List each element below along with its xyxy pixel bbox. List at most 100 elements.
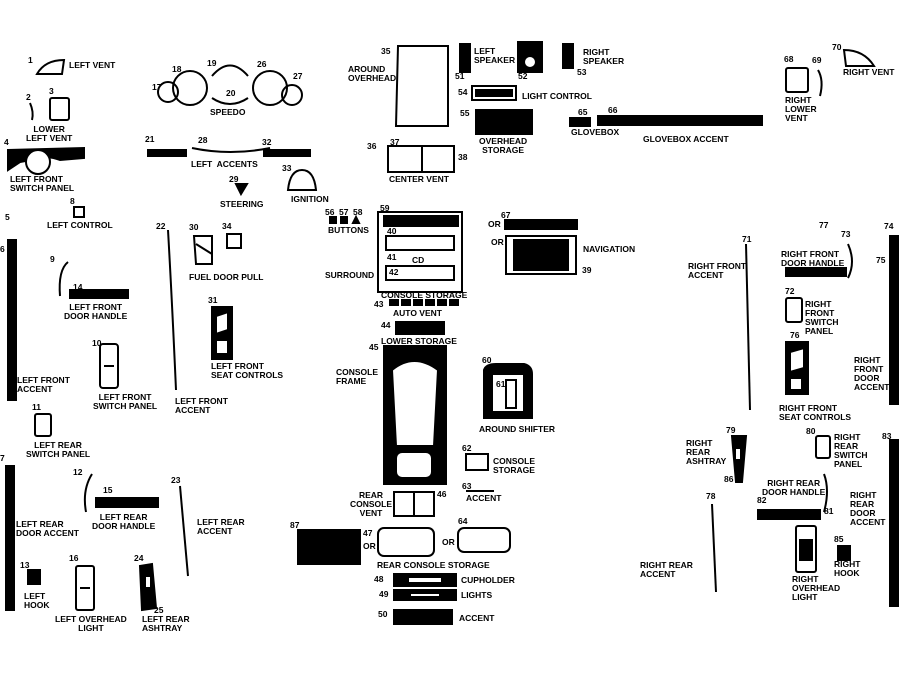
num-81: 81 <box>824 506 834 516</box>
right-rear-ashtray-label: RIGHT REAR ASHTRAY <box>686 438 727 466</box>
console-storage-label: CONSOLE STORAGE <box>381 290 468 300</box>
lower-storage-label: LOWER STORAGE <box>381 336 457 346</box>
rear-console-vent-label: REAR CONSOLE VENT <box>350 490 393 518</box>
glovebox-accent-label: GLOVEBOX ACCENT <box>643 134 729 144</box>
nav-67-piece <box>504 219 578 230</box>
num-30: 30 <box>189 222 199 232</box>
left-front-door-handle-bar <box>69 289 129 299</box>
num-36: 36 <box>367 141 377 151</box>
num-86: 86 <box>724 474 734 484</box>
right-rear-switch-panel-piece <box>815 435 831 459</box>
left-rear-accent-piece <box>179 485 189 577</box>
num-80: 80 <box>806 426 816 436</box>
left-front-accent-a-label: LEFT FRONT ACCENT <box>17 375 70 394</box>
num-12: 12 <box>73 467 83 477</box>
num-1: 1 <box>28 55 33 65</box>
auto-vent-piece <box>389 299 459 306</box>
num-68: 68 <box>784 54 794 64</box>
num-14: 14 <box>73 282 83 292</box>
num-31: 31 <box>208 295 218 305</box>
num-75: 75 <box>876 255 886 265</box>
left-front-accent-22-piece <box>167 229 177 391</box>
num-13: 13 <box>20 560 30 570</box>
buttons-58 <box>351 214 361 224</box>
num-6: 6 <box>0 244 5 254</box>
num-16: 16 <box>69 553 79 563</box>
num-4: 4 <box>4 137 9 147</box>
buttons-label: BUTTONS <box>328 225 369 235</box>
right-front-accent-piece <box>745 243 751 411</box>
num-53: 53 <box>577 67 587 77</box>
left-rear-door-accent-label: LEFT REAR DOOR ACCENT <box>16 519 79 538</box>
ignition-piece <box>286 168 318 191</box>
right-front-door-accent-label: RIGHT FRONT DOOR ACCENT <box>854 355 890 392</box>
left-rear-switch-panel-label: LEFT REAR SWITCH PANEL <box>26 440 91 459</box>
lower-left-vent-strip <box>29 102 34 121</box>
num-38: 38 <box>458 152 468 162</box>
right-front-door-accent-piece <box>889 235 899 405</box>
right-front-door-handle-label: RIGHT FRONT DOOR HANDLE <box>781 249 845 268</box>
right-vent-label: RIGHT VENT <box>843 67 895 77</box>
right-lower-vent-label: RIGHT LOWER VENT <box>785 95 817 123</box>
num-73: 73 <box>841 229 851 239</box>
light-control-label: LIGHT CONTROL <box>522 91 592 101</box>
num-72: 72 <box>785 286 795 296</box>
or-rear-1-label: OR <box>363 541 376 551</box>
num-17: 17 <box>152 82 162 92</box>
left-rear-door-accent-piece <box>5 465 15 611</box>
num-77: 77 <box>819 220 829 230</box>
accent-21 <box>147 149 187 157</box>
left-hook-piece <box>27 569 41 585</box>
gauge-18 <box>172 70 208 106</box>
num-18: 18 <box>172 64 182 74</box>
gauge-20 <box>211 97 249 105</box>
num-37: 37 <box>390 137 400 147</box>
num-35: 35 <box>381 46 391 56</box>
num-28: 28 <box>198 135 208 145</box>
console-storage-62-label: CONSOLE STORAGE <box>493 456 536 475</box>
num-66: 66 <box>608 105 618 115</box>
fuel-door-34-piece <box>226 233 242 249</box>
gauge-17 <box>157 81 179 103</box>
surround-label: SURROUND <box>325 270 375 280</box>
right-rear-accent-piece <box>711 503 717 593</box>
num-7: 7 <box>0 453 5 463</box>
num-65: 65 <box>578 107 588 117</box>
part-87-piece <box>297 529 361 565</box>
right-overhead-light-label: RIGHT OVERHEAD LIGHT <box>792 574 841 602</box>
num-70: 70 <box>832 42 842 52</box>
num-76: 76 <box>790 330 800 340</box>
buttons-56 <box>329 216 337 224</box>
center-vent-piece <box>387 145 455 173</box>
right-speaker-piece <box>562 43 574 69</box>
num-49: 49 <box>379 589 389 599</box>
right-rear-door-handle-bow <box>823 473 828 513</box>
num-21: 21 <box>145 134 155 144</box>
right-hook-piece <box>837 545 851 561</box>
left-overhead-light-label: LEFT OVERHEAD LIGHT <box>55 614 127 633</box>
right-front-door-handle-bar <box>785 267 847 277</box>
num-54: 54 <box>458 87 468 97</box>
num-82: 82 <box>757 495 767 505</box>
num-79: 79 <box>726 425 736 435</box>
num-48: 48 <box>374 574 384 584</box>
num-3: 3 <box>49 86 54 96</box>
buttons-57 <box>340 216 348 224</box>
num-52: 52 <box>518 71 528 81</box>
fuel-door-pull-label: FUEL DOOR PULL <box>189 272 264 282</box>
num-51: 51 <box>455 71 465 81</box>
num-34: 34 <box>222 221 232 231</box>
num-44: 44 <box>381 320 391 330</box>
num-8: 8 <box>70 196 75 206</box>
light-control-piece <box>471 85 517 101</box>
num-29: 29 <box>229 174 239 184</box>
rear-console-storage-47 <box>377 527 435 557</box>
num-67: 67 <box>501 210 511 220</box>
num-24: 24 <box>134 553 144 563</box>
accent-50-piece <box>393 609 453 625</box>
num-83: 83 <box>882 431 892 441</box>
num-50: 50 <box>378 609 388 619</box>
lower-left-vent-label: LOWER LEFT VENT <box>26 124 73 143</box>
num-47: 47 <box>363 528 373 538</box>
